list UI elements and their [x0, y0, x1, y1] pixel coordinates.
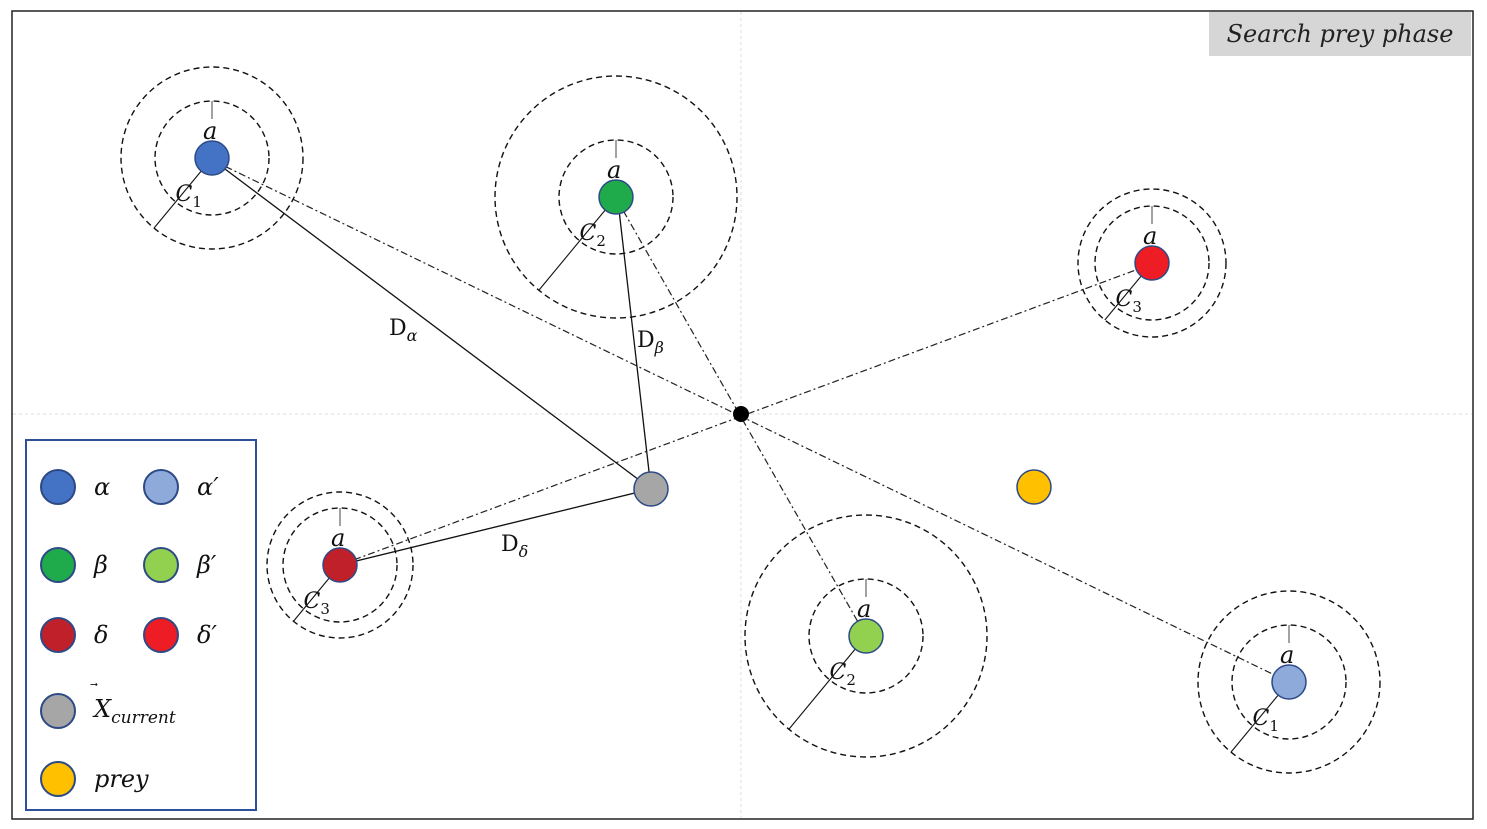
- legend-label-current: ⃗Xcurrent: [94, 694, 176, 728]
- wolf-delta-prime-c-label: C3: [1115, 287, 1141, 316]
- legend-label-delta: δ: [94, 621, 109, 649]
- wolf-alpha-a-label: a: [203, 117, 217, 145]
- wolf-delta-inner-ring: [282, 507, 398, 623]
- d-delta-vector: [343, 488, 652, 566]
- legend-label-delta-prime: δ′: [197, 621, 217, 649]
- dash-dot-lines: [211, 159, 1290, 683]
- alpha-prime-swatch: [143, 469, 179, 505]
- alpha-swatch: [40, 469, 76, 505]
- wolf-beta-prime-inner-ring: [808, 578, 924, 694]
- wolf-alpha-dot: [194, 140, 230, 176]
- legend: α α′ β β′ δ δ′ ⃗Xcurrent prey: [25, 439, 257, 811]
- delta-prime-swatch: [143, 617, 179, 653]
- delta-swatch: [40, 617, 76, 653]
- d-alpha-vector: [216, 162, 652, 490]
- beta-swatch: [40, 547, 76, 583]
- wolf-alpha-outer-ring: [120, 66, 304, 250]
- legend-label-beta-prime: β′: [197, 551, 217, 579]
- wolf-alpha-prime: aC1: [1197, 590, 1381, 774]
- current-position-marker: [633, 471, 669, 507]
- beta-prime-swatch: [143, 547, 179, 583]
- legend-label-alpha-prime: α′: [197, 473, 219, 501]
- wolf-beta-prime-c-radius: [788, 635, 867, 730]
- legend-item-delta: δ: [40, 617, 108, 653]
- wolf-alpha-prime-inner-ring: [1231, 624, 1347, 740]
- wolf-beta-a-label: a: [607, 156, 621, 184]
- wolf-alpha-prime-c-label: C1: [1252, 706, 1278, 735]
- wolf-alpha-prime-a-label: a: [1280, 641, 1294, 669]
- wolf-beta-prime-c-label: C2: [829, 660, 855, 689]
- wolf-delta-dot: [322, 547, 358, 583]
- legend-item-prey: prey: [40, 761, 149, 797]
- legend-item-alpha-prime: α′: [143, 469, 219, 505]
- wolf-beta-prime-dot: [848, 618, 884, 654]
- prey-swatch: [40, 761, 76, 797]
- wolf-beta-prime-a-label: a: [857, 595, 871, 623]
- wolf-delta-a-label: a: [331, 524, 345, 552]
- wolf-delta-prime: aC3: [1077, 188, 1227, 338]
- center-point: [733, 406, 749, 422]
- current-swatch: [40, 693, 76, 729]
- phase-label: Search prey phase: [1209, 12, 1471, 56]
- wolf-delta-prime-dot: [1134, 245, 1170, 281]
- legend-item-current: ⃗Xcurrent: [40, 693, 176, 729]
- wolf-delta-prime-inner-ring: [1094, 205, 1210, 321]
- d-alpha-label: Dα: [389, 316, 418, 345]
- wolf-beta-prime-outer-ring: [744, 514, 988, 758]
- wolf-delta-c-label: C3: [303, 589, 329, 618]
- wolf-alpha-prime-dot: [1271, 664, 1307, 700]
- wolf-beta-prime: aC2: [744, 514, 988, 758]
- legend-item-delta-prime: δ′: [143, 617, 217, 653]
- legend-item-beta-prime: β′: [143, 547, 216, 583]
- wolf-beta-outer-ring: [494, 75, 738, 319]
- wolf-beta-inner-ring: [558, 139, 674, 255]
- current-vector-symbol: ⃗X: [94, 694, 112, 723]
- wolf-beta-dot: [598, 179, 634, 215]
- legend-item-beta: β: [40, 547, 108, 583]
- wolf-alpha-c-label: C1: [175, 182, 201, 211]
- d-beta-vector: [614, 200, 652, 490]
- wolf-alpha: aC1: [120, 66, 304, 250]
- wolf-alpha-inner-ring: [154, 100, 270, 216]
- diagram-frame: [11, 10, 1474, 820]
- legend-label-alpha: α: [94, 473, 111, 501]
- legend-label-prey: prey: [94, 765, 149, 793]
- wolf-delta: aC3: [266, 491, 414, 639]
- wolf-alpha-prime-outer-ring: [1197, 590, 1381, 774]
- wolf-delta-outer-ring: [266, 491, 414, 639]
- wolf-beta-c-label: C2: [579, 221, 605, 250]
- legend-label-beta: β: [94, 551, 108, 579]
- prey-marker: [1016, 469, 1052, 505]
- legend-item-alpha: α: [40, 469, 110, 505]
- wolf-beta-c-radius: [538, 196, 617, 291]
- wolf-delta-prime-outer-ring: [1077, 188, 1227, 338]
- wolf-beta: aC2: [494, 75, 738, 319]
- d-beta-label: Dβ: [637, 328, 664, 357]
- wolf-delta-prime-a-label: a: [1143, 222, 1157, 250]
- d-delta-label: Dδ: [501, 532, 528, 561]
